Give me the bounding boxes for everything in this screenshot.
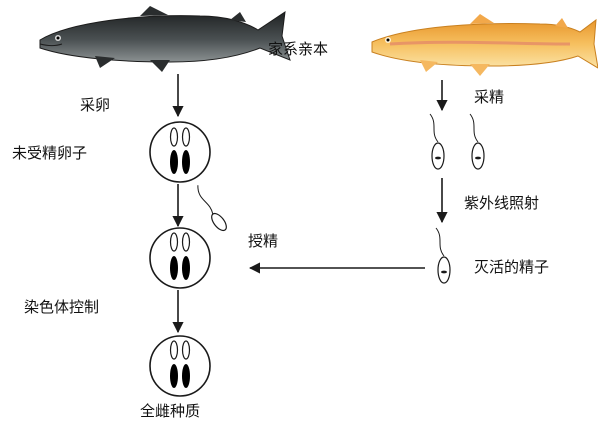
sperm-entering-egg bbox=[189, 185, 230, 233]
sperm-collected-1 bbox=[430, 114, 444, 169]
label-insemination: 授精 bbox=[248, 232, 278, 250]
sperm-collected-2 bbox=[470, 114, 484, 169]
golden-trout-image bbox=[372, 14, 598, 76]
egg-cell-all-female bbox=[150, 336, 210, 396]
egg-cell-insemination bbox=[150, 228, 210, 288]
egg-cell-unfertilized bbox=[150, 122, 210, 182]
label-inactivated-sperm: 灭活的精子 bbox=[474, 258, 549, 276]
label-uv-irradiation: 紫外线照射 bbox=[464, 194, 539, 212]
label-unfertilized-egg: 未受精卵子 bbox=[12, 144, 87, 162]
label-collect-eggs: 采卵 bbox=[80, 96, 110, 114]
label-all-female-germplasm: 全雌种质 bbox=[140, 402, 200, 420]
dark-trout-image bbox=[40, 6, 290, 72]
sperm-inactivated bbox=[436, 228, 450, 283]
label-parents: 家系亲本 bbox=[268, 40, 328, 58]
label-collect-sperm: 采精 bbox=[474, 88, 504, 106]
label-chromosome-control: 染色体控制 bbox=[24, 298, 99, 316]
